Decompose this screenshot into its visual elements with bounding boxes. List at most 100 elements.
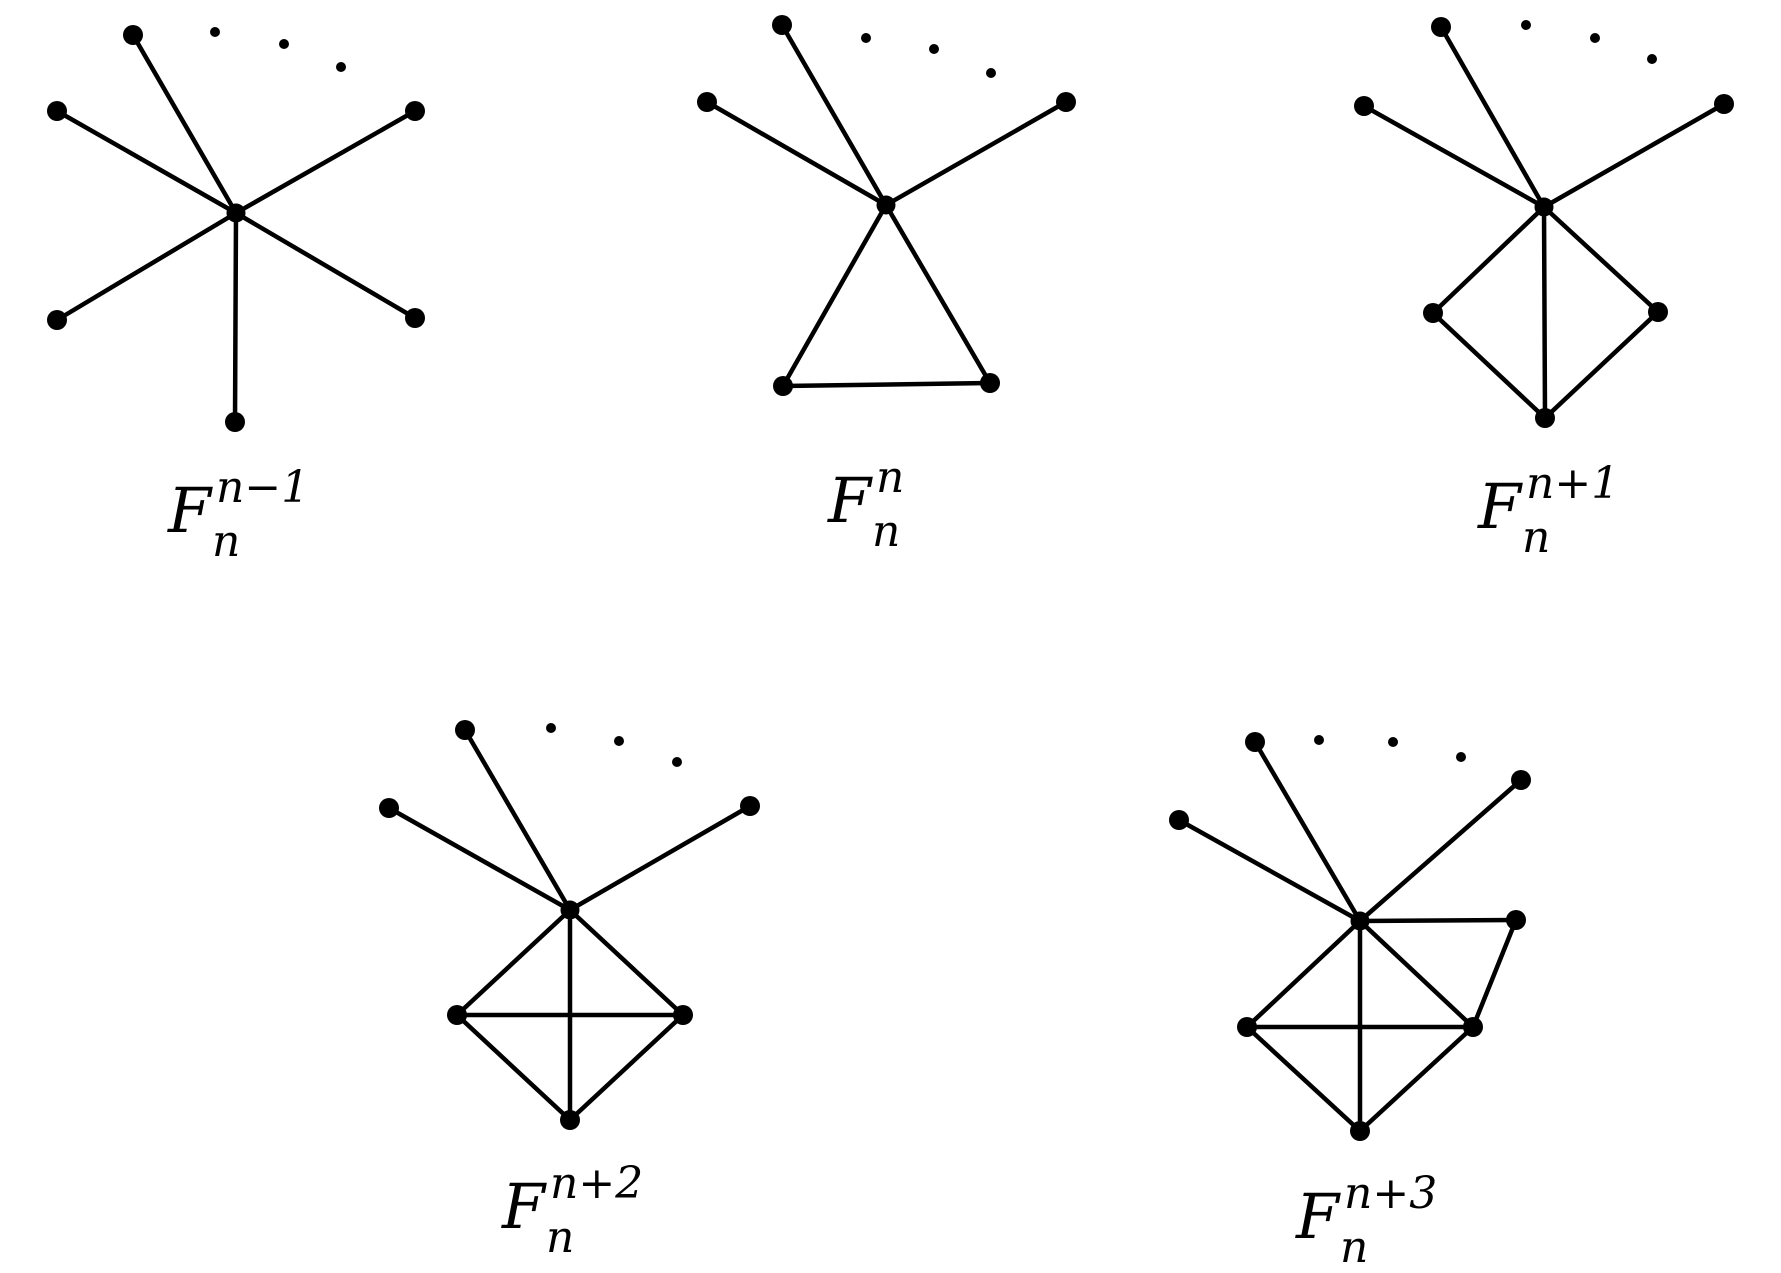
graph-edge [54,210,239,323]
graph-vertex [1245,732,1265,752]
graph-vertex [225,412,245,432]
graph-vertex [1648,302,1668,322]
graph-edge [54,108,239,216]
graph-vertex [405,101,425,121]
ellipsis-dot [1521,20,1531,30]
ellipsis-dot [1647,54,1657,64]
graph-vertex [1350,1121,1370,1141]
graph-edge [233,210,418,321]
graph-label-3-base: F [1478,470,1522,543]
graph-center-vertex [1534,197,1554,217]
graph-vertex [1535,408,1555,428]
ellipsis-dot [336,62,346,72]
graph-edge [454,907,573,1018]
graph-label-5: F n+3 n [1296,1172,1437,1270]
graph-1 [47,25,425,432]
graph-edge [780,202,889,389]
graph-edge [1357,777,1524,924]
graph-label-3: F n+1 n [1478,462,1619,560]
graph-label-1-sup: n−1 [216,462,310,513]
graph-edge [1438,24,1547,210]
ellipsis-dot [1456,752,1466,762]
graph-center-vertex [226,203,246,223]
graph-vertex [1056,92,1076,112]
graph-vertex [1511,770,1531,790]
graph-vertex [47,310,67,330]
graph-center-vertex [876,195,896,215]
graph-edge [232,210,239,425]
graph-edge [779,22,889,208]
graph-edge [1430,204,1547,316]
graph-3 [1354,17,1734,428]
graph-edge [454,1012,573,1123]
graph-vertex [47,101,67,121]
graph-vertex [1237,1017,1257,1037]
graph-label-5-sub: n [1340,1222,1369,1273]
graph-label-1-sub: n [212,516,241,567]
graph-edge [1430,310,1548,421]
graph-edge [1252,739,1363,924]
ellipsis-dot [546,723,556,733]
graph-label-2: F n n [828,456,904,554]
graph-vertex [560,1110,580,1130]
graph-label-3-sup: n+1 [1526,458,1620,509]
graph-label-5-base: F [1296,1180,1340,1253]
graph-edge [1244,1024,1363,1134]
ellipsis-dot [1314,735,1324,745]
graph-edge [780,380,993,389]
graph-edge [1176,817,1363,924]
graph-5 [1169,732,1531,1141]
graph-edge [1541,204,1661,315]
graph-edge [233,108,418,216]
graph-edge [1470,917,1519,1030]
graph-edge [1541,101,1727,210]
ellipsis-dot [210,27,220,37]
graph-label-2-sub: n [872,506,901,557]
graph-edge [567,803,753,913]
graph-vertex [379,798,399,818]
graph-vertex [980,373,1000,393]
graph-label-5-sup: n+3 [1344,1168,1438,1219]
ellipsis-dot [279,39,289,49]
ellipsis-dot [1590,33,1600,43]
graph-2 [697,15,1076,396]
graph-vertex [673,1005,693,1025]
graph-center-vertex [560,900,580,920]
graph-edge [1244,918,1363,1030]
graph-edge [704,99,889,208]
graph-vertex [740,796,760,816]
graph-vertex [1423,303,1443,323]
graph-label-1: F n−1 n [168,466,309,564]
graph-edge [386,805,573,913]
graph-vertex [447,1005,467,1025]
graph-edge [883,202,993,386]
graph-vertex [1169,810,1189,830]
graph-edge [1357,1024,1476,1134]
graph-label-4-sub: n [546,1212,575,1263]
graph-label-4-sup: n+2 [550,1158,644,1209]
graph-vertex [405,308,425,328]
graph-label-4-base: F [502,1170,546,1243]
graph-vertex [773,376,793,396]
graph-label-2-sup: n [876,452,905,503]
graph-label-3-sub: n [1522,512,1551,563]
graph-edge [1542,309,1661,421]
ellipsis-dot [1388,737,1398,747]
graph-edge [1361,103,1547,210]
graph-vertex [1463,1017,1483,1037]
graph-4 [379,720,760,1130]
ellipsis-dot [861,33,871,43]
graph-edge [462,727,573,913]
graph-vertex [772,15,792,35]
graph-vertex [1431,17,1451,37]
ellipsis-dot [929,44,939,54]
graph-label-4: F n+2 n [502,1162,643,1260]
graph-vertex [123,25,143,45]
graph-vertex [1714,94,1734,114]
ellipsis-dot [986,68,996,78]
graph-edge [567,907,686,1018]
graph-edge [130,32,239,216]
graph-edge [567,1012,686,1123]
graph-label-1-base: F [168,474,212,547]
graph-vertex [455,720,475,740]
